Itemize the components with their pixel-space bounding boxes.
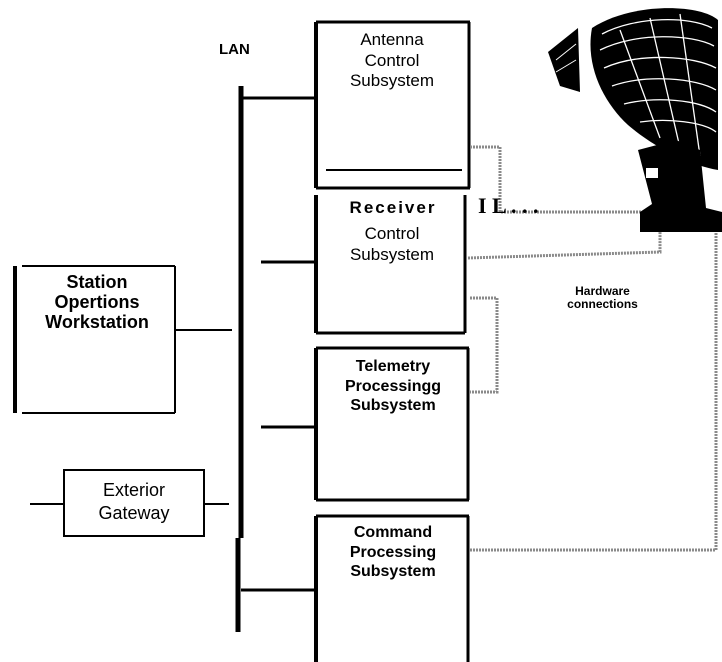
antenna-control-box (314, 20, 471, 190)
receiver-title-label: Receiver (349, 198, 437, 217)
hw-link-telemetry (470, 296, 499, 394)
receiver-control-box (314, 195, 467, 335)
antenna-control-label: Antenna Control Subsystem (349, 30, 435, 91)
hardware-connections-label: Hardware connections (567, 284, 638, 312)
station-workstation-label: Station Opertions Workstation (45, 272, 149, 333)
satellite-dish-icon (548, 8, 722, 232)
telemetry-processing-box (314, 346, 470, 502)
hw-link-command (470, 228, 718, 552)
receiver-extra-label: I L . . . (478, 193, 539, 218)
lan-label: LAN (219, 41, 250, 58)
hw-link-receiver (467, 232, 662, 260)
station-workstation-box (13, 265, 176, 414)
command-processing-box (314, 514, 470, 662)
hw-link-antenna (470, 145, 660, 214)
hardware-links (467, 145, 718, 552)
command-processing-label: Command Processing Subsystem (349, 524, 437, 581)
exterior-gateway-box (30, 469, 229, 537)
telemetry-processing-label: Telemetry Processingg Subsystem (344, 358, 442, 415)
exterior-gateway-label: Exterior Gateway (98, 480, 170, 523)
receiver-control-label: Control Subsystem (349, 224, 435, 264)
